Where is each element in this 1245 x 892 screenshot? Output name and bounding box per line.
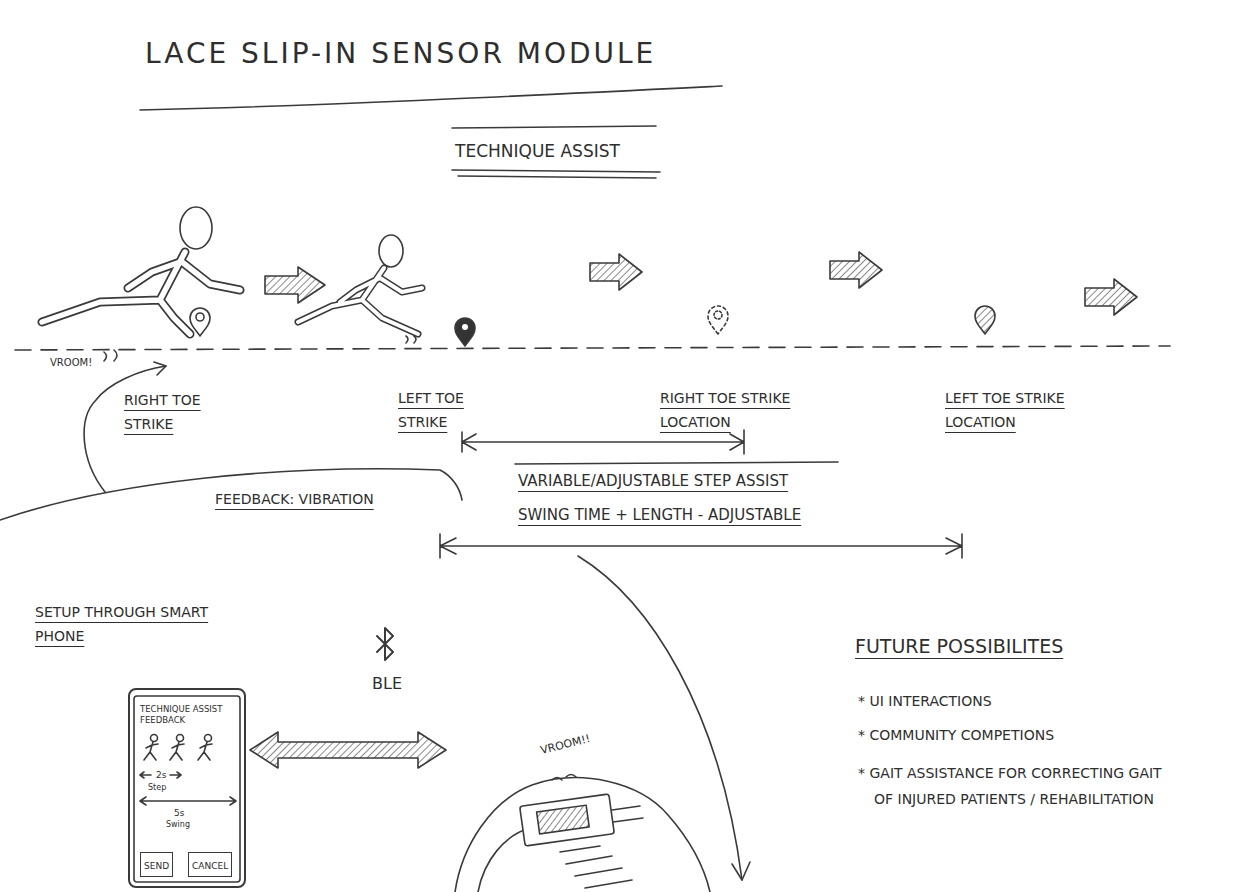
shoe-laces	[560, 846, 632, 888]
location-pin-dot	[196, 313, 204, 321]
shoe-outline	[455, 778, 710, 892]
runner-icon-head	[205, 735, 212, 742]
progress-arrow	[265, 267, 325, 303]
bluetooth-symbol	[377, 628, 393, 660]
runner-figure	[298, 268, 422, 334]
ground-line	[15, 346, 1170, 350]
heading-rule	[452, 126, 656, 128]
phone-button: SEND	[140, 852, 173, 877]
step-time: 2s	[156, 770, 166, 782]
heading-rule	[458, 176, 656, 178]
focus-arc-head	[732, 862, 750, 880]
feedback-arrow-head	[154, 362, 166, 375]
list-item: * UI INTERACTIONS	[858, 692, 1204, 710]
progress-arrow	[590, 254, 642, 290]
sensor-module	[520, 794, 615, 846]
list-item: * GAIT ASSISTANCE FOR CORRECTING GAIT OF…	[858, 760, 1174, 812]
screen-title: TECHNIQUE ASSIST FEEDBACK	[140, 704, 238, 726]
button-text: SEND	[144, 861, 169, 871]
heading-rule	[515, 462, 838, 464]
step-label: RIGHT TOE STRIKE LOCATION	[660, 386, 830, 434]
step-label: RIGHT TOE STRIKE	[124, 388, 234, 436]
shoe-collar	[478, 828, 530, 892]
section-heading: FUTURE POSSIBILITES	[855, 634, 1135, 659]
step-caption: Step	[148, 783, 166, 793]
focus-arc	[0, 469, 462, 520]
step-label: LEFT TOE STRIKE	[398, 386, 508, 434]
runner-icon	[170, 742, 184, 760]
location-pin	[190, 308, 210, 336]
swing-time: 5s	[174, 808, 184, 820]
location-pin-dot	[462, 324, 468, 330]
location-pin	[708, 306, 728, 334]
runner-figure	[42, 252, 240, 334]
runner-icon	[144, 742, 158, 760]
runner-icon-head	[177, 735, 184, 742]
swing-caption: Swing	[166, 820, 190, 830]
section-heading: TECHNIQUE ASSIST	[455, 140, 685, 162]
runner-head	[379, 235, 403, 267]
progress-arrow	[830, 252, 882, 288]
sound-effect: VROOM!	[50, 356, 110, 369]
dimension-label: VARIABLE/ADJUSTABLE STEP ASSIST	[518, 472, 858, 492]
sensor-module-area: VROOM!!	[450, 700, 730, 892]
title-underline	[140, 86, 722, 110]
list-item: * COMMUNITY COMPETIONS	[858, 726, 1204, 744]
smartphone: TECHNIQUE ASSIST FEEDBACK 2sStep 5sSwingSE…	[128, 688, 246, 888]
phone-button: CANCEL	[188, 852, 232, 877]
diagram-title: LACE SLIP-IN SENSOR MODULE	[145, 36, 656, 72]
progress-arrow	[1085, 279, 1137, 315]
button-text: CANCEL	[192, 861, 228, 871]
vibration-marks	[552, 775, 576, 781]
heading-rule	[452, 170, 660, 172]
runner-icon-head	[151, 735, 158, 742]
sensor-module-top	[537, 805, 590, 834]
feedback-label: FEEDBACK: VIBRATION	[215, 490, 455, 508]
connector-label: BLE	[372, 674, 402, 695]
runner-figure-fill	[42, 252, 240, 334]
runner-icon	[198, 742, 212, 760]
location-pin-dot	[714, 311, 722, 319]
phone-screen	[134, 696, 240, 882]
dimension-line	[440, 534, 962, 558]
runner-head	[180, 207, 212, 249]
sound-effect: VROOM!!	[539, 732, 592, 758]
dimension-line	[462, 430, 744, 454]
runner-figure-fill	[298, 268, 422, 334]
location-pin	[975, 306, 995, 334]
wireless-link-arrow	[250, 732, 446, 768]
module-strap	[612, 806, 643, 822]
section-heading: SETUP THROUGH SMART PHONE	[35, 600, 225, 648]
swing-arrow	[140, 797, 236, 805]
dimension-label: SWING TIME + LENGTH - ADJUSTABLE	[518, 506, 888, 526]
step-label: LEFT TOE STRIKE LOCATION	[945, 386, 1115, 434]
vibration-marks	[104, 336, 416, 361]
location-pin	[455, 318, 475, 346]
